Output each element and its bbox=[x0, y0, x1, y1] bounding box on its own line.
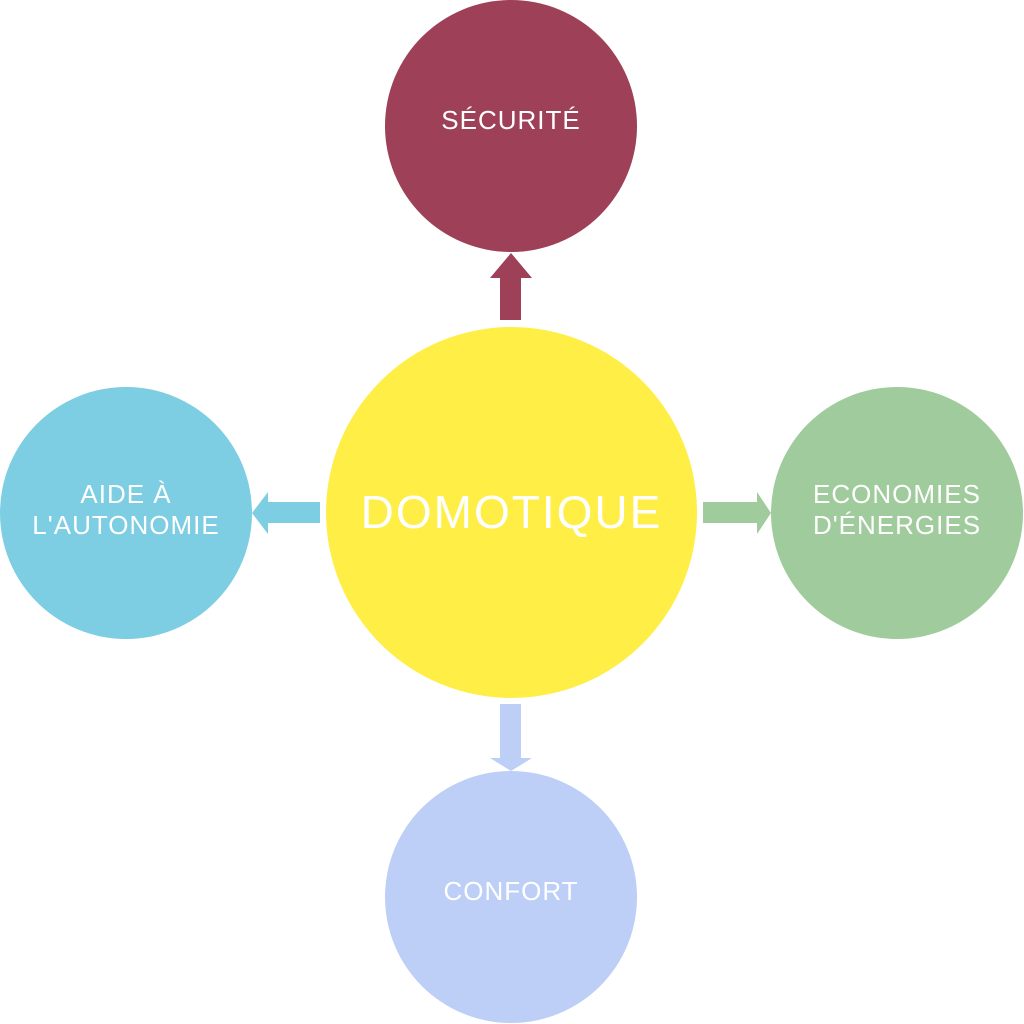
node-confort: CONFORT bbox=[385, 771, 637, 1023]
center-node-label: DOMOTIQUE bbox=[360, 485, 663, 538]
node-economies-energies-label: ECONOMIES D'ÉNERGIES bbox=[812, 478, 982, 540]
node-confort-label: CONFORT bbox=[443, 876, 579, 907]
node-aide-autonomie-label: AIDE À L'AUTONOMIE bbox=[32, 478, 220, 540]
center-node-domotique: DOMOTIQUE bbox=[326, 327, 697, 698]
node-securite: SÉCURITÉ bbox=[385, 0, 637, 252]
arrow-left-icon bbox=[252, 492, 320, 534]
node-securite-label: SÉCURITÉ bbox=[441, 105, 581, 136]
node-aide-autonomie: AIDE À L'AUTONOMIE bbox=[0, 387, 252, 639]
arrow-down-icon bbox=[490, 704, 532, 771]
arrow-right-icon bbox=[703, 492, 771, 534]
arrow-up-icon bbox=[490, 253, 532, 320]
node-economies-energies: ECONOMIES D'ÉNERGIES bbox=[771, 387, 1023, 639]
